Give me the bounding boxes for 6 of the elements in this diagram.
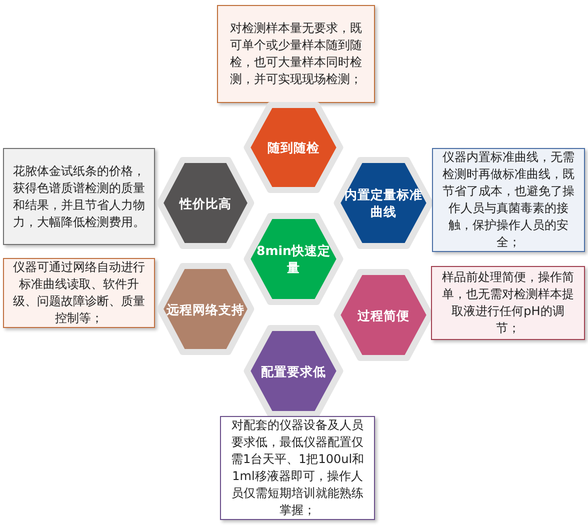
description-box: 花脓体金试纸条的价格，获得色谱质谱检测的质量和结果，并且节省人力物力，大幅降低检测费用。: [3, 148, 155, 245]
description-box: 仪器可通过网络自动进行标准曲线读取、软件升级、问题故障诊断、质量控制等；: [3, 258, 155, 328]
description-box: 对配套的仪器设备及人员要求低，最低仪器配置仅需1台天平、1把100ul和1ml移液器即可，操作人员仅需短期培训就能熟练掌握；: [220, 416, 375, 520]
description-box: 仪器内置标准曲线，无需检测时再做标准曲线，既节省了成本，也避免了操作人员与真菌毒素的接触，保护操作人员的安全；: [432, 148, 585, 252]
description-box: 样品前处理简便，操作简单，也无需对检测样本提取液进行任何pH的调节；: [431, 266, 585, 340]
description-box: 对检测样本量无要求，既可单个或少量样本随到随检，也可大量样本同时检测，并可实现现场检测；: [217, 5, 375, 103]
